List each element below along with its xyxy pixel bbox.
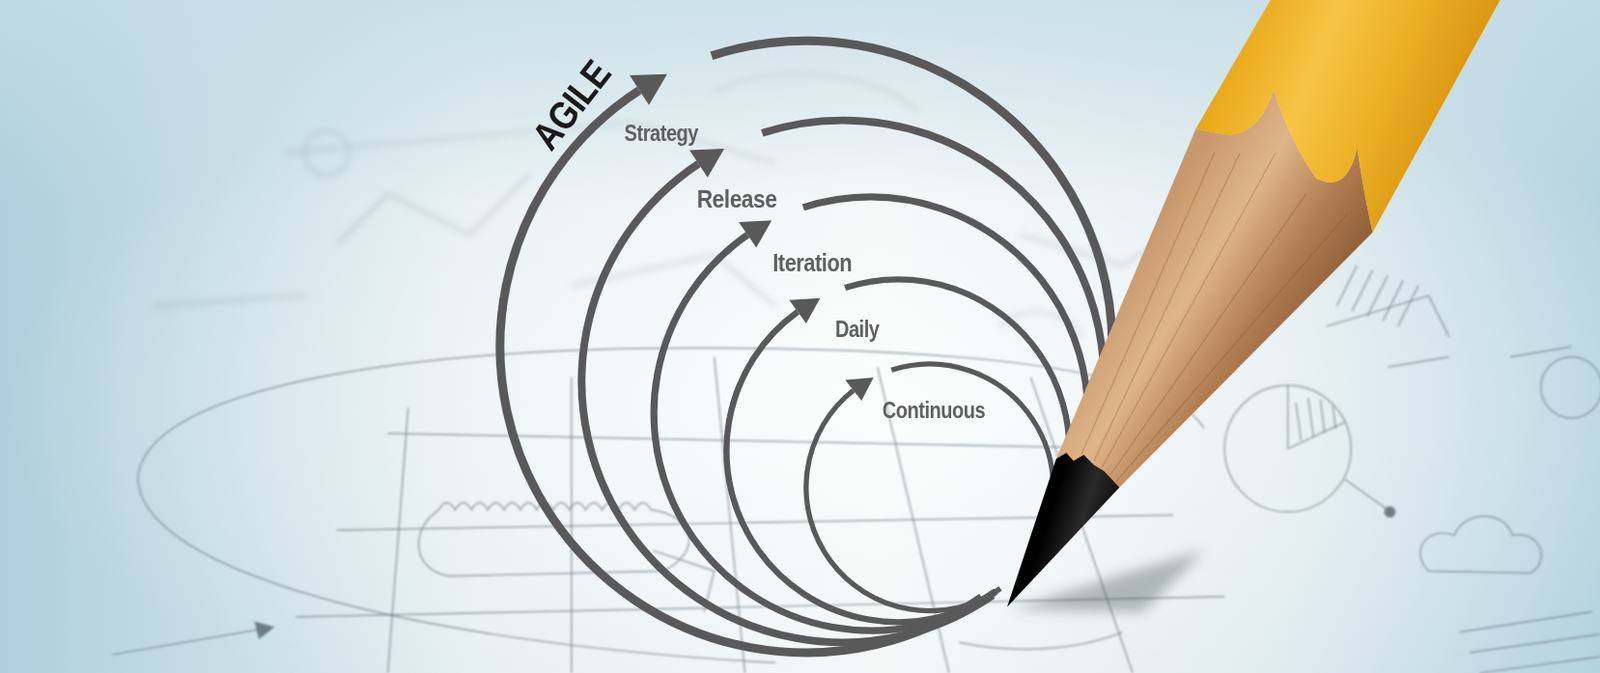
paper-sketch bbox=[112, 265, 1600, 673]
agile-word: AGILE bbox=[525, 54, 618, 157]
loop-label: Daily bbox=[835, 318, 880, 341]
wood-grain-line bbox=[1101, 152, 1276, 467]
loop-label: Release bbox=[697, 186, 778, 212]
loop-arc bbox=[500, 89, 983, 652]
sketch-arrow bbox=[112, 628, 268, 655]
sketch-circle bbox=[1541, 357, 1600, 419]
sketch-line bbox=[1387, 346, 1572, 367]
loop-arrowhead bbox=[738, 220, 772, 248]
sketch-ellipse bbox=[138, 347, 1205, 479]
grid-line bbox=[388, 407, 409, 673]
sketch-pie bbox=[1224, 385, 1351, 512]
wood-grain-line bbox=[1081, 152, 1214, 454]
loop-arc bbox=[653, 234, 995, 631]
grid-line bbox=[570, 377, 573, 673]
loop-arc bbox=[726, 311, 996, 622]
pencil-lead bbox=[1007, 452, 1120, 607]
sketch-line bbox=[1345, 478, 1388, 510]
wood-grain-line bbox=[1116, 214, 1348, 482]
loop-arrowhead bbox=[689, 148, 725, 178]
sketch-ellipse bbox=[138, 478, 777, 663]
wood-grain bbox=[1081, 152, 1348, 481]
loop-arrowhead bbox=[844, 377, 873, 401]
loop-arc bbox=[806, 390, 1001, 611]
sketch-hatch bbox=[1295, 397, 1336, 441]
sketch-box bbox=[1326, 295, 1450, 337]
pencil-body bbox=[1196, 0, 1501, 233]
loop-arrowhead bbox=[788, 298, 820, 324]
loop-label: Strategy bbox=[624, 122, 699, 145]
sketch-arrowhead bbox=[254, 621, 274, 639]
grid-line bbox=[388, 433, 1133, 450]
wood-grain-line bbox=[1110, 194, 1307, 476]
loop-arrowhead bbox=[629, 74, 668, 106]
sketch-dot bbox=[1384, 506, 1396, 518]
loop-label: Continuous bbox=[882, 399, 986, 422]
sketch-pie-cut bbox=[1288, 385, 1346, 449]
loop-arc bbox=[581, 164, 993, 644]
sketch-box bbox=[1459, 612, 1600, 673]
sketch-line bbox=[958, 632, 1123, 649]
sketch-hatch bbox=[1336, 265, 1419, 327]
sketch-line bbox=[153, 295, 308, 307]
loop-label: Iteration bbox=[772, 251, 852, 276]
sketch-cloud bbox=[1420, 516, 1542, 574]
wood-grain-line bbox=[1094, 152, 1240, 461]
loop-arc bbox=[891, 364, 1053, 567]
